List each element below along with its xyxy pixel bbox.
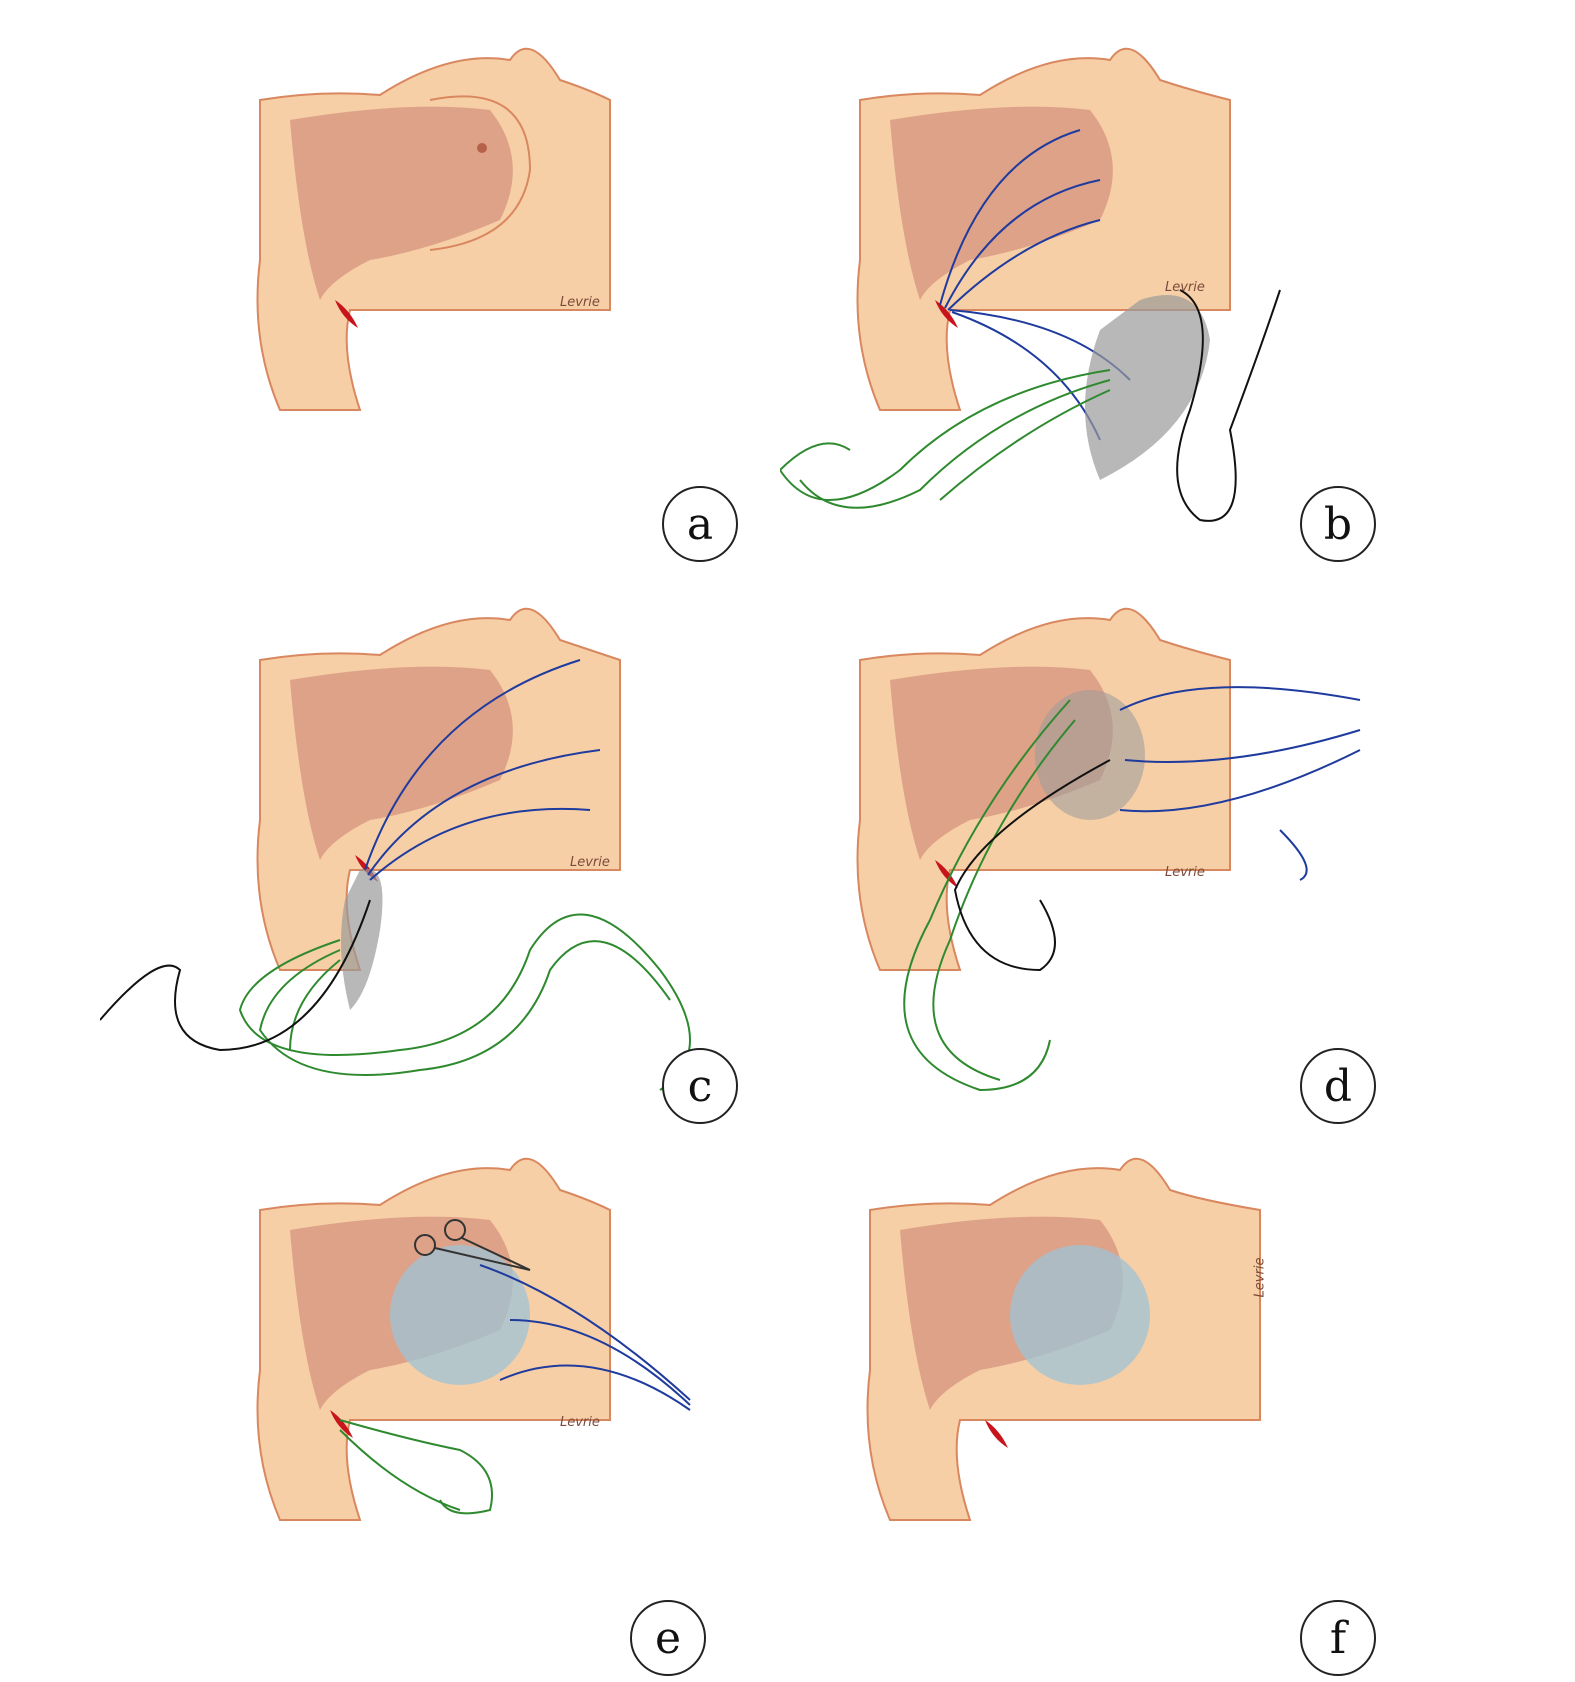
green-sutures [238, 913, 691, 1091]
panel-b: Levrie b [780, 10, 1540, 570]
pectoral-muscle [890, 106, 1113, 301]
chest-illustration-e [256, 1157, 691, 1521]
green-sutures [903, 699, 1076, 1092]
nipple [477, 143, 487, 153]
panel-label-e: e [630, 1600, 706, 1676]
mesh [1035, 690, 1145, 820]
panel-f: Levrie f [800, 1120, 1560, 1680]
panel-c: Levrie c [100, 570, 860, 1130]
incision [330, 1410, 353, 1438]
signature: Levrie [1252, 1257, 1268, 1298]
chest-illustration-b [780, 47, 1281, 522]
incision [985, 1420, 1008, 1448]
black-suture [100, 899, 371, 1052]
implant [390, 1245, 530, 1385]
blue-sutures [1119, 686, 1361, 881]
mesh [341, 868, 383, 1010]
chest-illustration-d [856, 607, 1361, 1092]
panel-d: Levrie d [780, 570, 1540, 1130]
scissors-icon [414, 1219, 531, 1271]
mesh [1085, 295, 1210, 480]
panel-e: Levrie e [230, 1120, 990, 1680]
panel-label-a: a [662, 486, 738, 562]
pectoral-muscle [290, 666, 513, 860]
signature: Levrie [1165, 865, 1205, 880]
signature: Levrie [570, 855, 610, 870]
chest-illustration-f [866, 1157, 1261, 1521]
incision [935, 300, 958, 328]
signature: Levrie [560, 1415, 600, 1430]
black-suture [953, 759, 1111, 972]
signature: Levrie [560, 295, 600, 310]
signature: Levrie [1165, 280, 1205, 295]
green-sutures [339, 1419, 493, 1515]
blue-sutures [364, 659, 601, 881]
panel-a: Levrie a [230, 10, 990, 570]
incision [335, 300, 358, 328]
implant [1010, 1245, 1150, 1385]
panel-label-d: d [1300, 1048, 1376, 1124]
chest-illustration-a [256, 47, 611, 411]
pectoral-muscle [290, 106, 513, 301]
blue-sutures [479, 1264, 691, 1411]
breast-contour [429, 95, 532, 251]
panel-label-f: f [1300, 1600, 1376, 1676]
chest-illustration-c [100, 607, 691, 1091]
panel-label-b: b [1300, 486, 1376, 562]
incision [935, 860, 958, 888]
green-sutures [780, 369, 1111, 509]
black-suture [1176, 289, 1281, 522]
panel-label-c: c [662, 1048, 738, 1124]
